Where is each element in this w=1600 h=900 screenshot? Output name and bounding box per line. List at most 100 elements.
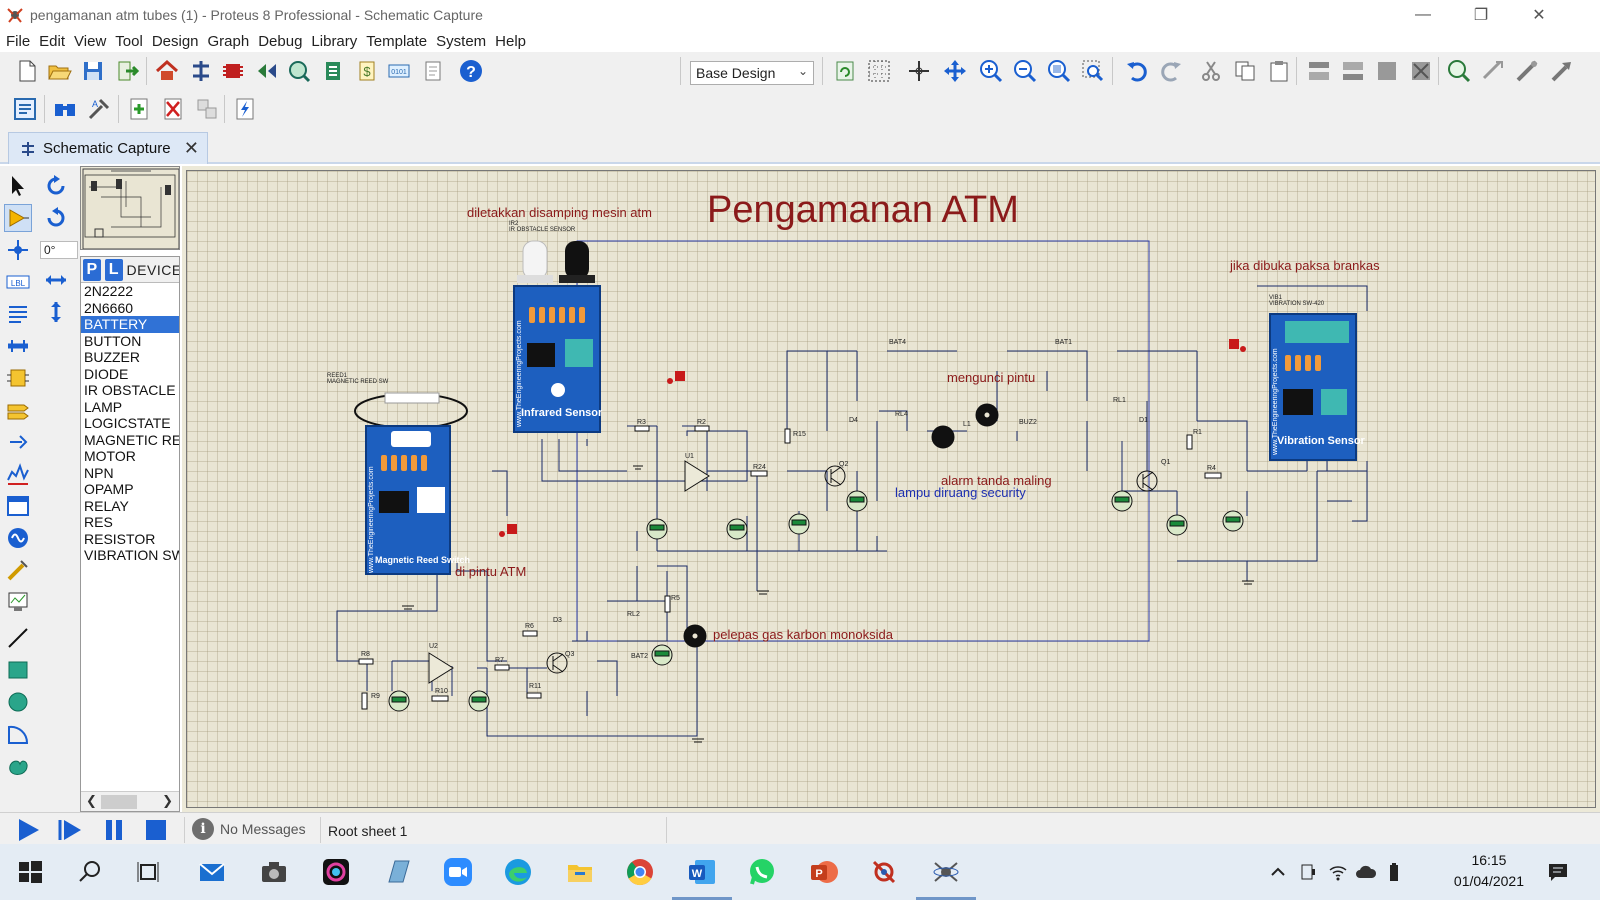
cut-icon[interactable]: [1196, 56, 1226, 86]
packaging-tool-icon[interactable]: [1512, 56, 1542, 86]
device-list-item[interactable]: VIBRATION SW: [84, 547, 179, 563]
source-code-icon[interactable]: 0101: [384, 56, 414, 86]
device-pins-icon[interactable]: [4, 428, 32, 456]
graph-mode-icon[interactable]: [4, 460, 32, 488]
generator-icon[interactable]: [4, 524, 32, 552]
zoom-in-icon[interactable]: [976, 56, 1006, 86]
message-area[interactable]: i No Messages: [192, 817, 316, 841]
wifi-icon[interactable]: [1326, 860, 1350, 884]
box-tool-icon[interactable]: [4, 656, 32, 684]
chrome-browser-icon[interactable]: [622, 854, 658, 890]
play-icon[interactable]: [14, 817, 42, 843]
tray-chevron-up-icon[interactable]: [1266, 860, 1290, 884]
circle-tool-icon[interactable]: [4, 688, 32, 716]
pause-icon[interactable]: [100, 817, 128, 843]
magnetic-reed-switch-module[interactable]: www.TheEngineeringProjects.com Magnetic …: [365, 425, 470, 575]
bom-icon[interactable]: [318, 56, 348, 86]
make-device-icon[interactable]: [1478, 56, 1508, 86]
redo-icon[interactable]: [1156, 56, 1186, 86]
device-list-item[interactable]: BUTTON: [84, 332, 142, 349]
text-script-icon[interactable]: [4, 300, 32, 328]
subcircuit-icon[interactable]: [4, 364, 32, 392]
start-windows-icon[interactable]: [12, 854, 48, 890]
color-app-icon[interactable]: [318, 854, 354, 890]
device-list-item[interactable]: LAMP: [84, 398, 123, 415]
device-list-item[interactable]: DIODE: [84, 365, 129, 382]
block-move-icon[interactable]: [1338, 56, 1368, 86]
new-sheet-icon[interactable]: [124, 94, 154, 124]
zoom-area-icon[interactable]: [1078, 56, 1108, 86]
design-variant-select[interactable]: Base Design ⌄: [690, 61, 814, 85]
bill-of-materials-cost-icon[interactable]: $: [352, 56, 382, 86]
origin-icon[interactable]: [904, 56, 934, 86]
rotate-clockwise-icon[interactable]: [42, 172, 70, 200]
block-copy-icon[interactable]: [1304, 56, 1334, 86]
menu-edit[interactable]: Edit: [39, 32, 66, 50]
mirror-horizontal-icon[interactable]: [42, 266, 70, 294]
schematic-sheet[interactable]: Pengamanan ATM diletakkan disamping mesi…: [186, 170, 1596, 808]
refresh-icon[interactable]: [830, 56, 860, 86]
search-tagged-icon[interactable]: [50, 94, 80, 124]
terminals-icon[interactable]: [4, 396, 32, 424]
menu-design[interactable]: Design: [151, 32, 199, 50]
file-explorer-icon[interactable]: [562, 854, 598, 890]
copy-icon[interactable]: [1230, 56, 1260, 86]
block-rotate-icon[interactable]: [1372, 56, 1402, 86]
paste-icon[interactable]: [1264, 56, 1294, 86]
design-explorer-icon[interactable]: [10, 94, 40, 124]
scroll-thumb[interactable]: [101, 795, 137, 809]
tablet-mode-icon[interactable]: [1296, 860, 1320, 884]
menu-template[interactable]: Template: [366, 32, 428, 50]
line-tool-icon[interactable]: [4, 624, 32, 652]
device-list-item[interactable]: RESISTOR: [84, 530, 156, 547]
overview-window[interactable]: [80, 166, 180, 250]
search-icon[interactable]: [72, 854, 108, 890]
proteus-app-icon[interactable]: [916, 854, 976, 900]
pick-devices-button[interactable]: P: [83, 258, 101, 281]
import-icon[interactable]: [112, 56, 142, 86]
device-list-item[interactable]: NPN: [84, 464, 114, 481]
task-view-icon[interactable]: [130, 854, 166, 890]
undo-icon[interactable]: [1122, 56, 1152, 86]
new-file-icon[interactable]: [12, 56, 42, 86]
block-delete-icon[interactable]: [1406, 56, 1436, 86]
minimize-button[interactable]: —: [1415, 6, 1431, 23]
rotation-angle-field[interactable]: 0°: [40, 241, 78, 259]
zoom-all-icon[interactable]: [1044, 56, 1074, 86]
device-list-scrollbar[interactable]: ❮ ❯: [81, 791, 179, 811]
device-list-item[interactable]: MAGNETIC RE: [84, 431, 179, 448]
open-folder-icon[interactable]: [44, 56, 74, 86]
remove-sheet-icon[interactable]: [158, 94, 188, 124]
device-list-item[interactable]: 2N2222: [84, 283, 134, 299]
edge-browser-icon[interactable]: [500, 854, 536, 890]
restore-button[interactable]: ❐: [1473, 7, 1489, 24]
mirror-vertical-icon[interactable]: [42, 298, 70, 326]
device-list-item[interactable]: MOTOR: [84, 448, 136, 464]
device-list-item[interactable]: IR OBSTACLE S: [84, 382, 179, 398]
gerber-viewer-icon[interactable]: [284, 56, 314, 86]
onedrive-cloud-icon[interactable]: [1354, 860, 1378, 884]
menu-view[interactable]: View: [74, 32, 107, 50]
mail-icon[interactable]: [194, 854, 230, 890]
selection-mode-icon[interactable]: [4, 172, 32, 200]
stop-icon[interactable]: [142, 817, 170, 843]
scroll-right-icon[interactable]: ❯: [162, 793, 173, 808]
virtual-instruments-icon[interactable]: [4, 588, 32, 616]
help-icon[interactable]: ?: [456, 56, 486, 86]
schematic-editing-window[interactable]: Pengamanan ATM diletakkan disamping mesi…: [182, 166, 1600, 812]
notification-center-icon[interactable]: [1546, 860, 1570, 884]
zoom-app-icon[interactable]: [440, 854, 476, 890]
menu-debug[interactable]: Debug: [258, 32, 303, 50]
menu-system[interactable]: System: [436, 32, 487, 50]
menu-tool[interactable]: Tool: [115, 32, 143, 50]
exit-parent-icon[interactable]: [192, 94, 222, 124]
zoom-out-icon[interactable]: [1010, 56, 1040, 86]
close-window-button[interactable]: ✕: [1532, 7, 1546, 24]
electrical-rule-check-icon[interactable]: [230, 94, 260, 124]
menu-library[interactable]: Library: [311, 32, 358, 50]
battery-icon[interactable]: [1382, 860, 1406, 884]
notepad-app-icon[interactable]: [380, 854, 416, 890]
pick-parts-icon[interactable]: [1444, 56, 1474, 86]
notes-icon[interactable]: [418, 56, 448, 86]
decompose-icon[interactable]: [1546, 56, 1576, 86]
